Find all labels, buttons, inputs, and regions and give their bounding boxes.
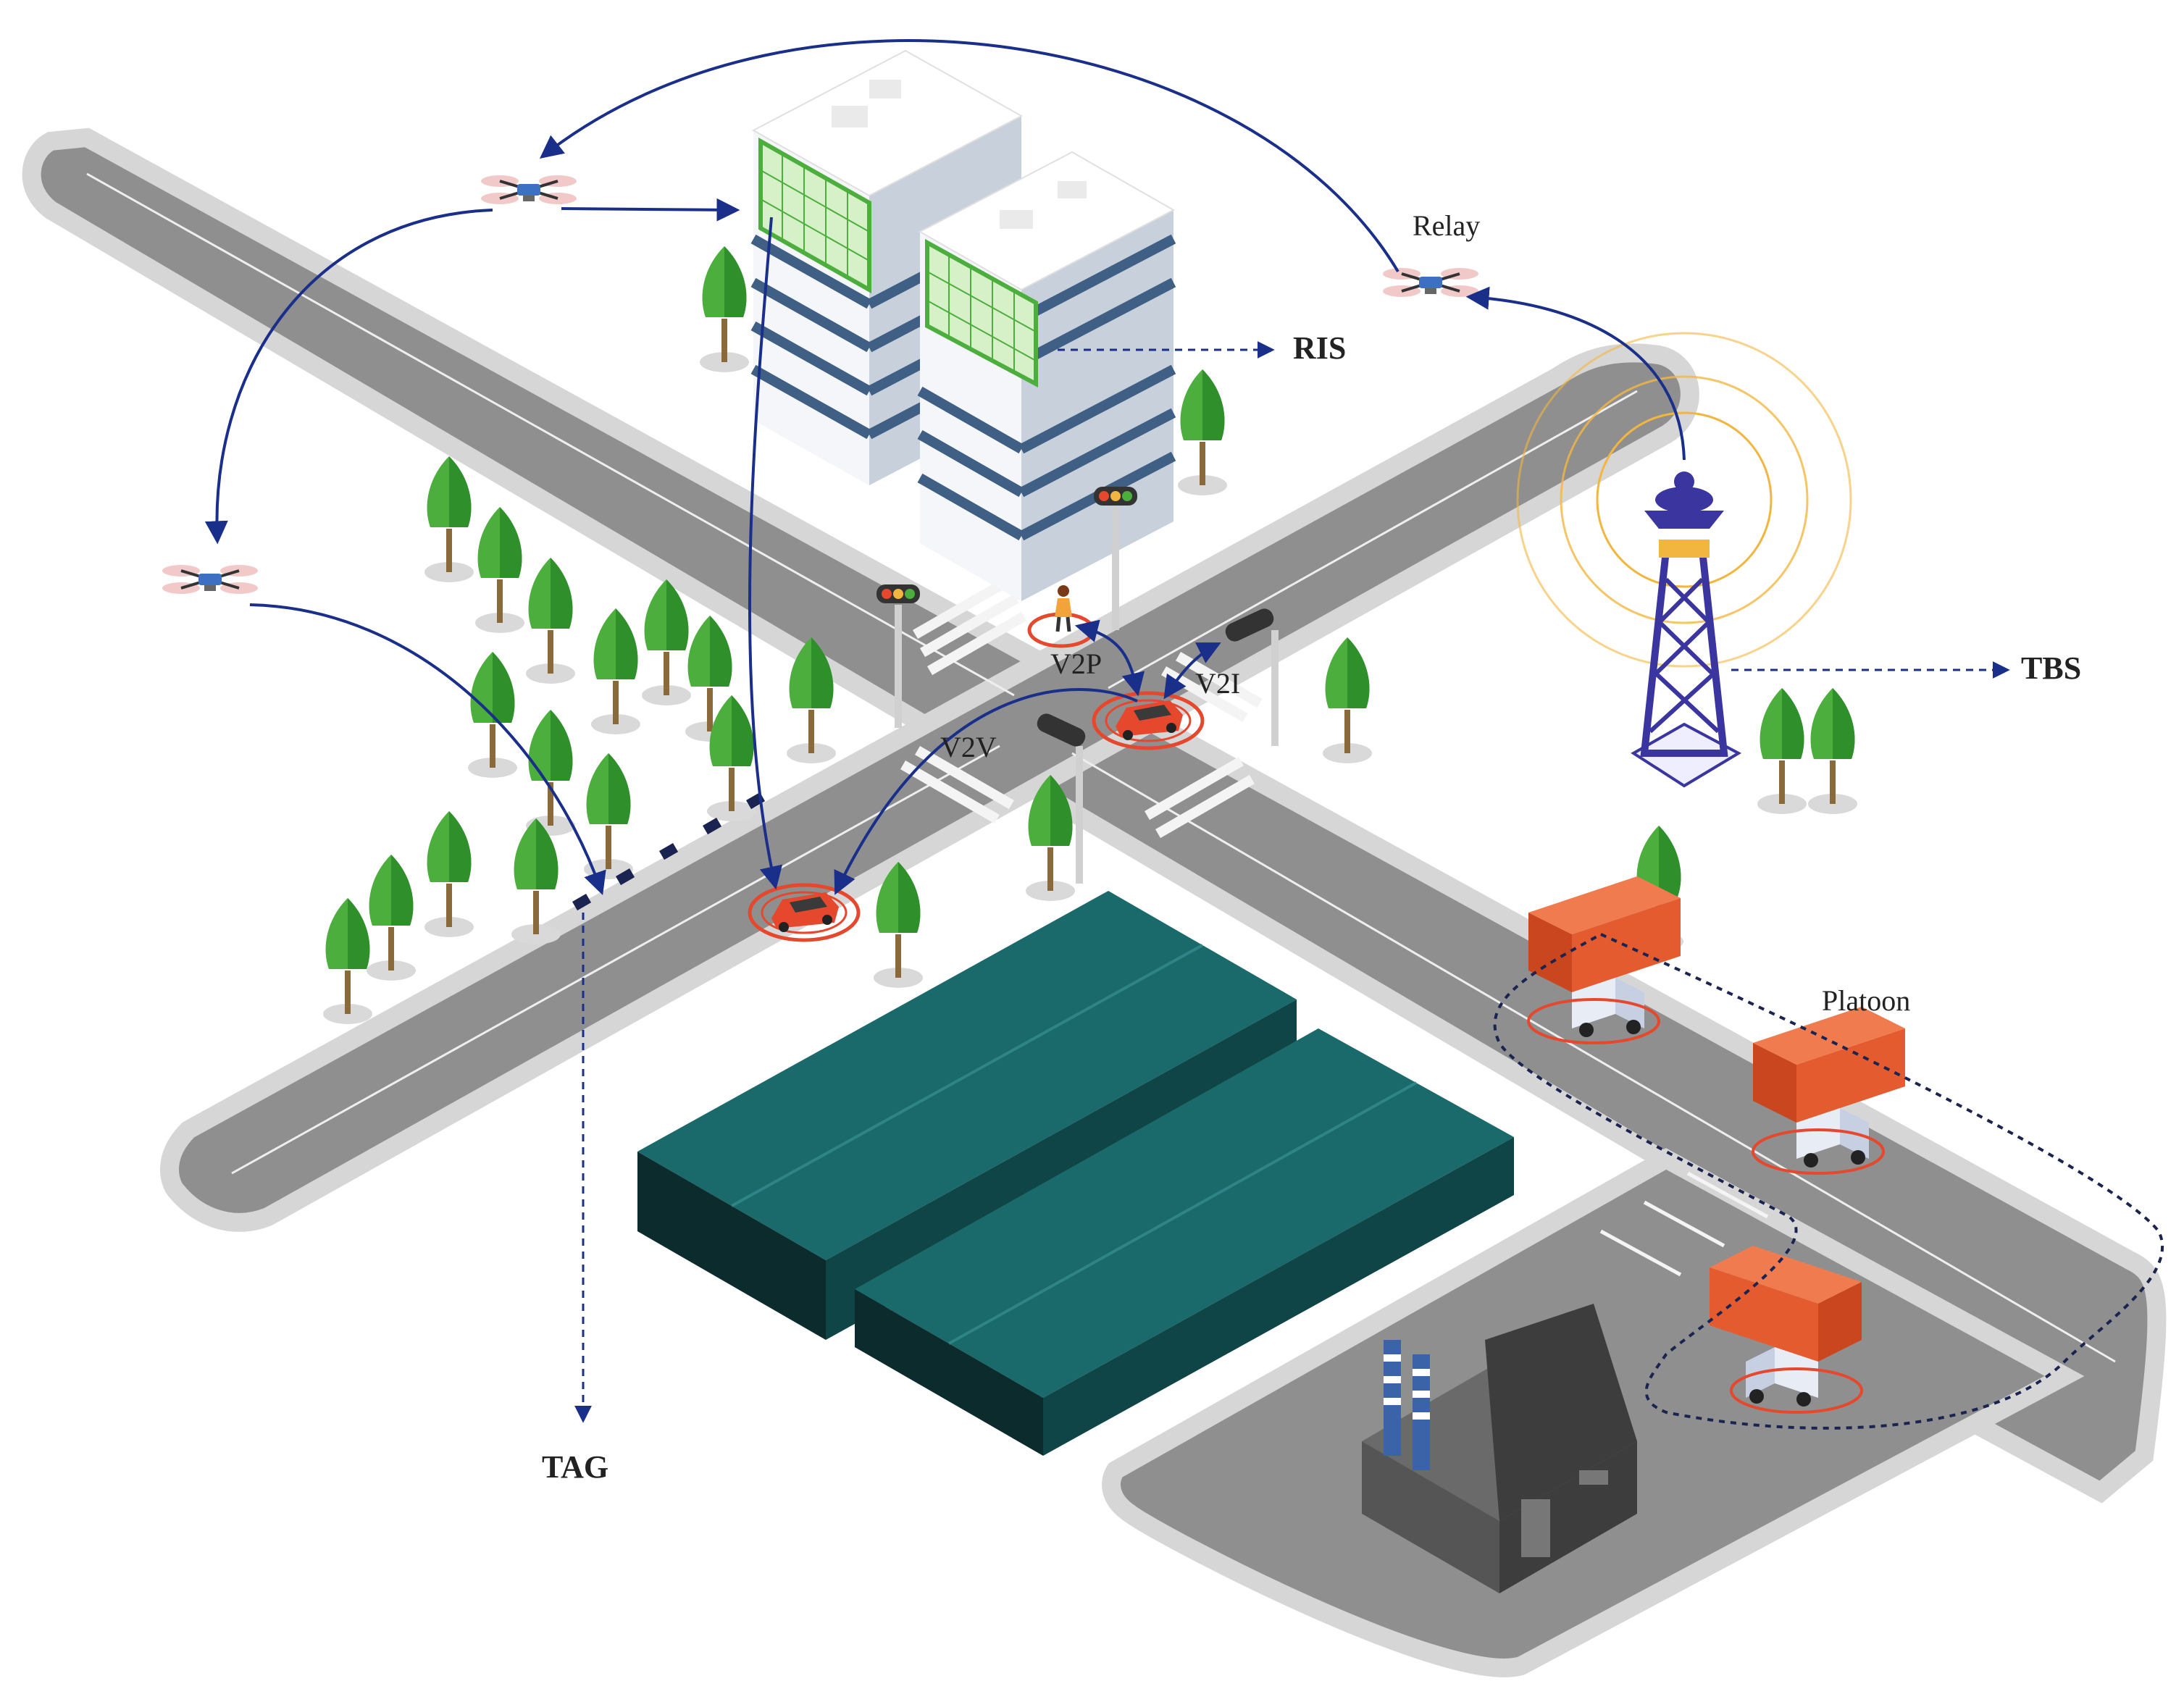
tree-icon (1323, 637, 1372, 763)
traffic-light-icon (1225, 608, 1279, 746)
tree-icon (1808, 688, 1857, 814)
ris-label: RIS (1293, 330, 1346, 366)
pointer-lines (574, 341, 2010, 1423)
v2v-label: V2V (940, 731, 997, 763)
ris-panel (925, 238, 1038, 387)
tree-icon (700, 246, 749, 372)
warehouse-icon (637, 891, 1514, 1456)
drone-icon (480, 174, 578, 206)
tag-icon (702, 818, 722, 835)
tag-label: TAG (542, 1449, 608, 1485)
tag-icon (659, 843, 679, 860)
v2i-label: V2I (1195, 667, 1240, 700)
cross-road (160, 343, 1699, 1232)
tree-icon (1757, 688, 1807, 814)
traffic-light-icon (1037, 713, 1086, 884)
tower-icon (1516, 332, 1852, 788)
tag-icon (615, 868, 635, 886)
tree-icon (1178, 369, 1227, 495)
v2p-label: V2P (1050, 647, 1102, 680)
tree-icon (323, 898, 372, 1024)
building-right (917, 151, 1176, 601)
tree-icon (642, 579, 691, 705)
drone-icon (1381, 267, 1480, 298)
tree-icon (475, 507, 524, 633)
tree-icon (367, 855, 416, 981)
relay-label: Relay (1413, 209, 1480, 242)
tbs-label: TBS (2021, 650, 2081, 686)
tag-icon (572, 894, 592, 911)
drone-icon (161, 563, 259, 595)
platoon-label: Platoon (1822, 984, 1910, 1017)
communication-links (204, 39, 1686, 896)
tree-icon (591, 608, 640, 734)
factory-icon (1362, 1304, 1637, 1593)
tree-icon (526, 558, 575, 684)
platoon-outline (1493, 932, 2164, 1430)
tree-icon (424, 456, 474, 582)
tree-icon (424, 811, 474, 937)
tree-icon (584, 753, 633, 879)
